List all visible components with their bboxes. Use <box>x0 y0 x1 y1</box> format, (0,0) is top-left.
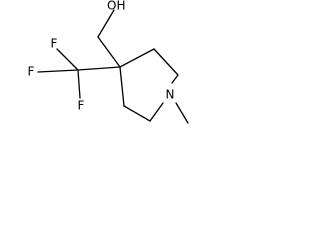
molecule-structure: OH F F F N <box>28 0 189 124</box>
fluorine-left-label: F <box>28 65 35 79</box>
bond-c4-c5 <box>119 66 125 107</box>
bond-c4-c3 <box>119 48 155 68</box>
bond-c4-ch2 <box>97 36 121 68</box>
fluorine-top-label: F <box>51 37 58 51</box>
nitrogen-label: N <box>166 88 175 102</box>
hydroxyl-label: OH <box>107 0 125 13</box>
bond-c2-n <box>171 74 179 84</box>
bond-cf3-f-bottom <box>77 69 81 99</box>
bond-cf3-f-left <box>37 69 79 73</box>
bond-cf3-f-top <box>56 48 79 71</box>
bond-ch2-oh <box>97 9 115 38</box>
bond-c6-n <box>149 102 164 122</box>
bond-n-methyl <box>175 102 189 124</box>
bond-c5-c6 <box>123 105 151 122</box>
bond-c4-cf3 <box>77 66 121 71</box>
bond-c3-c2 <box>153 48 179 76</box>
fluorine-bottom-label: F <box>78 99 85 113</box>
